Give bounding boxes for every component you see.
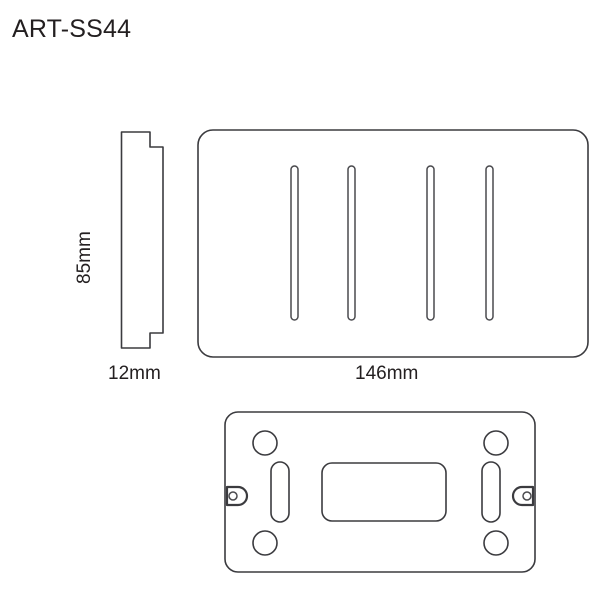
rocker-slot-4 xyxy=(485,165,494,321)
rocker-slot-3 xyxy=(426,165,435,321)
front-plate-view xyxy=(197,129,589,358)
page-title: ART-SS44 xyxy=(12,15,132,43)
corner-hole-top-left xyxy=(252,430,278,456)
corner-hole-bottom-right xyxy=(483,530,509,556)
corner-hole-top-right xyxy=(483,430,509,456)
fixing-tab-left xyxy=(225,485,249,507)
side-profile-outline xyxy=(120,131,164,349)
dimension-label-thickness: 12mm xyxy=(108,363,161,384)
rocker-slot-1 xyxy=(290,165,299,321)
fixing-tab-hole-left xyxy=(228,491,238,501)
central-aperture xyxy=(321,462,447,522)
fixing-tab-hole-right xyxy=(522,491,532,501)
rocker-slot-2 xyxy=(347,165,356,321)
front-plate-outline xyxy=(197,129,589,358)
fixing-tab-right xyxy=(511,485,535,507)
corner-hole-bottom-left xyxy=(252,530,278,556)
back-box-outline xyxy=(224,411,536,573)
adjustment-slot-left xyxy=(270,461,290,523)
dimension-label-width: 146mm xyxy=(355,363,419,384)
side-profile-view xyxy=(120,131,164,349)
back-box-view xyxy=(224,411,536,573)
adjustment-slot-right xyxy=(481,461,501,523)
